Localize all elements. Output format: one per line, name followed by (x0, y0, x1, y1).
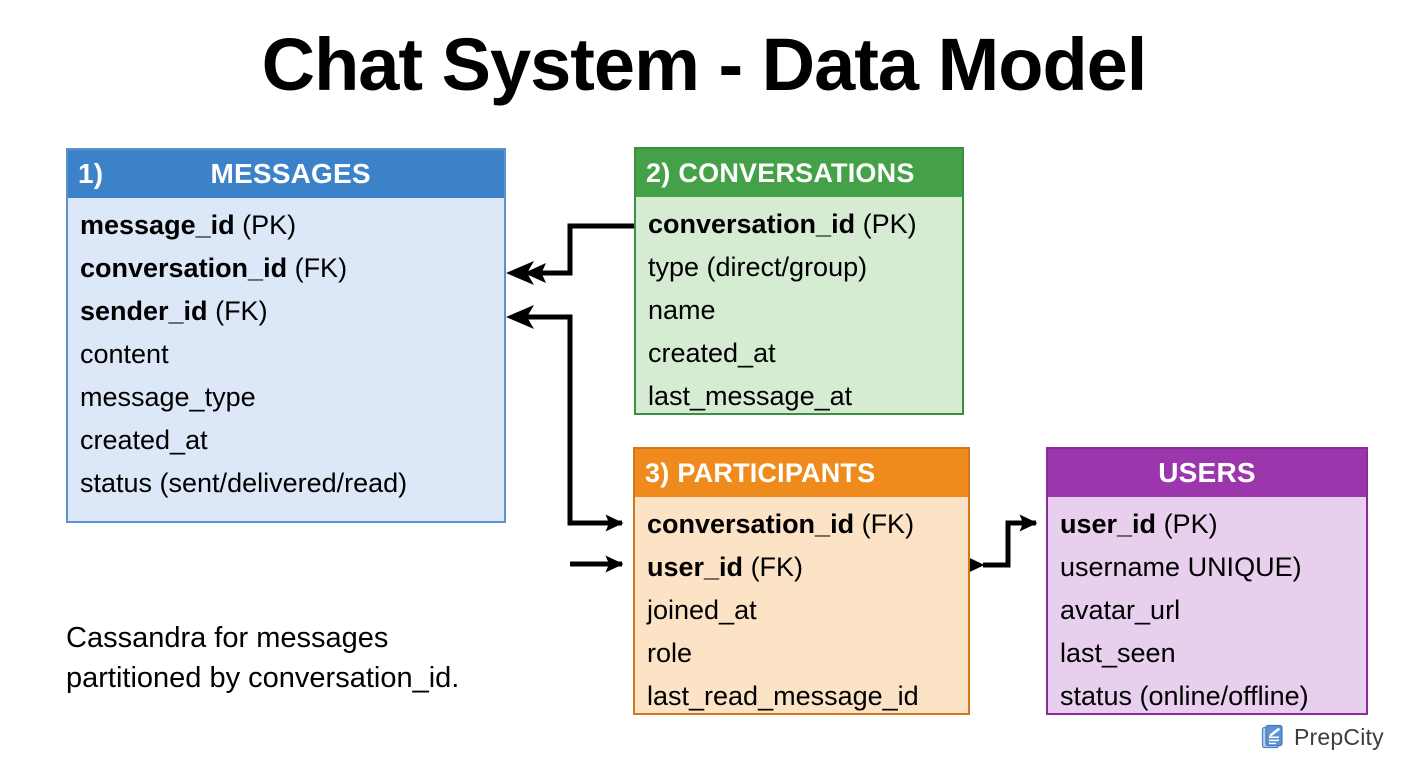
field-name: role (647, 638, 693, 668)
field-row: avatar_url (1060, 589, 1354, 632)
field-row: message_type (80, 376, 492, 419)
field-name: sender_id (80, 296, 208, 326)
field-annotation: (PK) (862, 209, 917, 239)
field-name: message_id (80, 210, 235, 240)
arrowhead-messages-sender-id (506, 305, 534, 329)
field-row: created_at (648, 332, 950, 375)
brand-name: PrepCity (1294, 724, 1384, 750)
field-row: user_id (PK) (1060, 503, 1354, 546)
field-name: status (online/offline) (1060, 681, 1309, 711)
field-name: conversation_id (648, 209, 856, 239)
field-row: conversation_id (FK) (80, 247, 492, 290)
entity-conversations-fields: conversation_id (PK) type (direct/group)… (636, 197, 962, 428)
field-name: joined_at (647, 595, 757, 625)
entity-conversations-title: CONVERSATIONS (678, 157, 915, 188)
field-name: message_type (80, 382, 256, 412)
entity-messages-header: 1) MESSAGES (68, 150, 504, 198)
field-row: status (online/offline) (1060, 675, 1354, 718)
field-annotation: (FK) (750, 552, 804, 582)
entity-participants-header: 3) PARTICIPANTS (635, 449, 968, 497)
field-annotation: (PK) (242, 210, 297, 240)
field-name: created_at (80, 425, 208, 455)
field-name: status (sent/delivered/read) (80, 468, 408, 498)
entity-conversations-number: 2) (646, 157, 671, 188)
field-row: sender_id (FK) (80, 290, 492, 333)
field-row: type (direct/group) (648, 246, 950, 289)
entity-participants-title: PARTICIPANTS (677, 457, 876, 488)
field-row: conversation_id (PK) (648, 203, 950, 246)
field-row: user_id (FK) (647, 546, 956, 589)
field-name: name (648, 295, 716, 325)
field-name: last_message_at (648, 381, 853, 411)
entity-users-header: USERS (1048, 449, 1366, 497)
entity-participants-number: 3) (645, 457, 670, 488)
field-name: last_read_message_id (647, 681, 919, 711)
field-name: last_seen (1060, 638, 1176, 668)
field-row: content (80, 333, 492, 376)
field-annotation: (FK) (215, 296, 268, 326)
document-pencil-icon (1261, 724, 1283, 749)
field-row: joined_at (647, 589, 956, 632)
field-row: message_id (PK) (80, 204, 492, 247)
entity-users[interactable]: USERS user_id (PK) username UNIQUE) avat… (1046, 447, 1368, 715)
field-name: conversation_id (80, 253, 288, 283)
field-row: role (647, 632, 956, 675)
entity-participants-fields: conversation_id (FK) user_id (FK) joined… (635, 497, 968, 728)
field-name: conversation_id (647, 509, 855, 539)
entity-messages-title: MESSAGES (210, 158, 371, 189)
field-name: created_at (648, 338, 776, 368)
caption-note: Cassandra for messages partitioned by co… (66, 618, 586, 698)
field-row: name (648, 289, 950, 332)
entity-conversations-header: 2) CONVERSATIONS (636, 149, 962, 197)
field-annotation: (FK) (861, 509, 915, 539)
field-row: username UNIQUE) (1060, 546, 1354, 589)
field-row: last_seen (1060, 632, 1354, 675)
entity-messages[interactable]: 1) MESSAGES message_id (PK) conversation… (66, 148, 506, 523)
page-title: Chat System - Data Model (261, 23, 1148, 106)
entity-conversations[interactable]: 2) CONVERSATIONS conversation_id (PK) ty… (634, 147, 964, 415)
field-name: content (80, 339, 169, 369)
entity-participants[interactable]: 3) PARTICIPANTS conversation_id (FK) use… (633, 447, 970, 715)
field-row: created_at (80, 419, 492, 462)
entity-users-fields: user_id (PK) username UNIQUE) avatar_url… (1048, 497, 1366, 728)
field-name: user_id (647, 552, 744, 582)
caption-line-1: Cassandra for messages (66, 622, 389, 654)
entity-users-title: USERS (1158, 457, 1256, 488)
field-name: type (direct/group) (648, 252, 868, 282)
field-row: last_read_message_id (647, 675, 956, 718)
field-annotation: (PK) (1163, 509, 1218, 539)
entity-messages-number: 1) (78, 158, 104, 189)
field-name: username UNIQUE) (1060, 552, 1302, 582)
field-name: user_id (1060, 509, 1157, 539)
field-annotation: (FK) (294, 253, 348, 283)
field-name: avatar_url (1060, 595, 1181, 625)
footer-brand: PrepCity (1261, 724, 1384, 750)
field-row: conversation_id (FK) (647, 503, 956, 546)
arrowhead-messages-conversation-id (506, 261, 534, 285)
entity-messages-fields: message_id (PK) conversation_id (FK) sen… (68, 198, 504, 515)
caption-line-2: partitioned by conversation_id. (66, 662, 460, 694)
field-row: status (sent/delivered/read) (80, 462, 492, 505)
field-row: last_message_at (648, 375, 950, 418)
